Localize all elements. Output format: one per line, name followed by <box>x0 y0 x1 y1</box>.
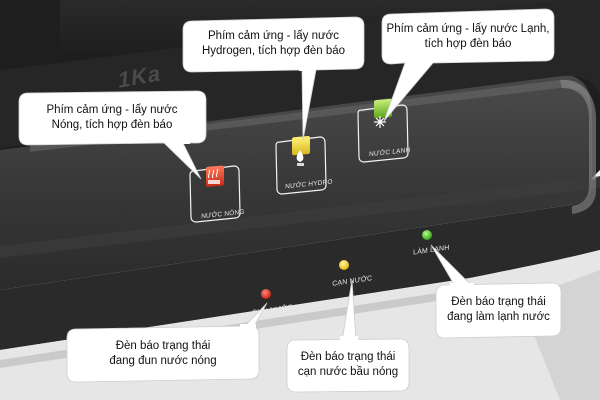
cold-button-callout: Phím cảm ứng - lấy nước Lạnh, tích hợp đ… <box>385 22 551 52</box>
cooling-light-callout: Đèn báo trạng thái đang làm lạnh nước <box>439 295 558 325</box>
heating-light-callout: Đèn báo trạng thái đang đun nước nóng <box>70 339 256 369</box>
low-water-light-callout: Đèn báo trạng thái cạn nước bầu nóng <box>290 350 406 380</box>
hot-button-callout: Phím cảm ứng - lấy nước Nóng, tích hợp đ… <box>22 103 202 133</box>
cooling-light-callout-line-1: Đèn báo trạng thái <box>451 296 546 308</box>
heating-lamp <box>261 289 271 299</box>
low-water-lamp <box>339 260 349 270</box>
cold-button-callout-line-2: tích hợp đèn báo <box>424 38 512 50</box>
cooling-light-callout-line-2: đang làm lạnh nước <box>447 311 550 323</box>
hydrogen-button-callout-line-1: Phím cảm ứng - lấy nước <box>208 30 339 42</box>
low-water-light-callout-line-1: Đèn báo trạng thái <box>300 351 396 363</box>
low-water-light-callout-line-2: cạn nước bầu nóng <box>297 366 399 378</box>
hot-water-icon <box>207 168 220 184</box>
cooling-lamp <box>422 230 432 240</box>
callout-bubbles <box>18 8 562 393</box>
cold-button-callout-line-1: Phím cảm ứng - lấy nước Lạnh, <box>386 23 550 35</box>
cold-button-outline[interactable] <box>357 104 409 163</box>
hydrogen-button-callout-line-2: Hydrogen, tích hợp đèn báo <box>201 45 346 57</box>
hydrogen-button-light <box>292 136 310 156</box>
heating-light-callout-line-1: Đèn báo trạng thái <box>115 340 211 352</box>
snowflake-icon <box>374 116 386 128</box>
heating-light-callout-line-2: đang đun nước nóng <box>109 355 217 367</box>
hydrogen-button-outline[interactable] <box>275 136 327 195</box>
hot-button-outline[interactable] <box>189 165 241 223</box>
hot-button-callout-line-1: Phím cảm ứng - lấy nước <box>46 104 178 116</box>
hydrogen-button-callout: Phím cảm ứng - lấy nước Hydrogen, tích h… <box>186 29 361 59</box>
hydrogen-icon <box>296 150 304 166</box>
hot-button-callout-line-2: Nóng, tích hợp đèn báo <box>51 119 173 131</box>
